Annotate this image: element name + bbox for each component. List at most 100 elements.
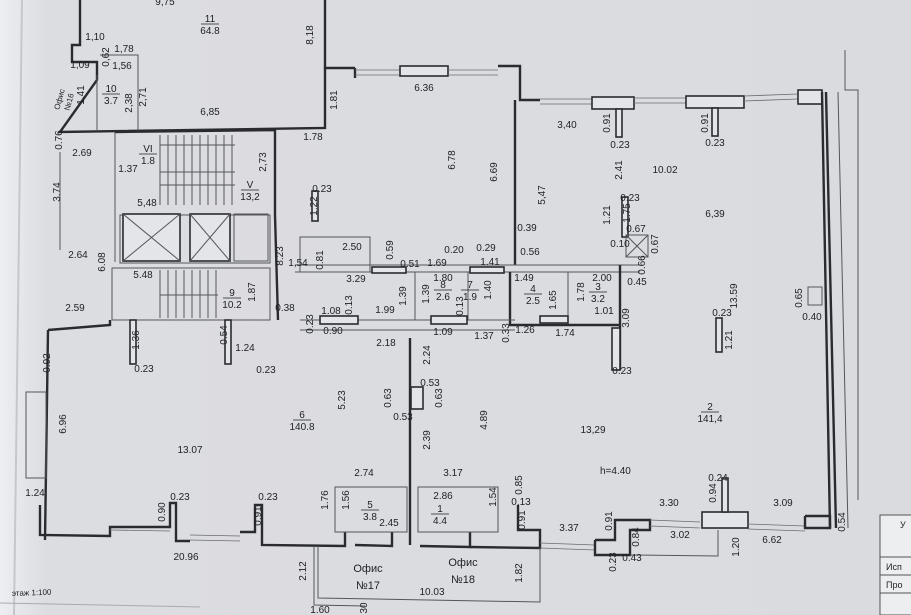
- dimension-label: 0.13: [455, 296, 466, 316]
- room-area: 141,4: [697, 414, 722, 425]
- dimension-label: 1.81: [329, 90, 340, 110]
- office-number: №17: [356, 580, 380, 592]
- dimension-label: 6.36: [414, 83, 434, 94]
- room-label: 910.2: [222, 288, 242, 311]
- room-number: 2: [707, 402, 713, 413]
- dimension-label: 2.69: [72, 148, 92, 159]
- dimension-label: 0.40: [802, 312, 822, 323]
- dimension-label: 2,38: [124, 93, 135, 113]
- dimension-label: 0.23: [620, 193, 640, 204]
- dimension-label: 2,73: [258, 152, 269, 172]
- room-area: 13,2: [240, 192, 260, 203]
- dimension-label: 0.54: [219, 325, 230, 345]
- dimension-label: 2.39: [422, 430, 433, 450]
- dimension-label: 3.74: [52, 182, 63, 202]
- room-number: 4: [530, 284, 536, 295]
- room-area: 3.8: [363, 512, 377, 523]
- room-number: 11: [205, 14, 216, 25]
- dimension-label: 1.21: [602, 205, 613, 225]
- dimension-label: 1.26: [515, 325, 535, 336]
- dimension-label: 3.02: [670, 530, 690, 541]
- room-area: 3.2: [591, 294, 605, 305]
- dimension-label: 1.01: [594, 306, 614, 317]
- dimension-label: 30: [359, 602, 370, 614]
- dimension-label: 2.00: [592, 273, 612, 284]
- dimension-label: 2.64: [68, 250, 88, 261]
- dimension-label: 1.82: [514, 563, 525, 583]
- dimension-label: 1.54: [488, 487, 499, 507]
- title-block-cell: У: [900, 520, 906, 530]
- dimension-label: 10.02: [652, 165, 677, 176]
- dimension-label: 9,75: [155, 0, 175, 8]
- dimension-label: 0.63: [434, 388, 445, 408]
- page-edge: [13, 0, 23, 615]
- dimension-label: 0.92: [42, 353, 53, 373]
- room-label: 103.7: [102, 84, 120, 107]
- dimension-label: 0.23: [612, 366, 632, 377]
- dimension-label: 0.33: [501, 323, 512, 343]
- dimension-label: 0.23: [610, 140, 630, 151]
- dimension-label: 0.76: [54, 130, 65, 150]
- dimension-label: 0.81: [315, 250, 326, 270]
- room-number: 1: [437, 504, 443, 515]
- title-block: У Исп Про: [879, 514, 911, 615]
- dimension-label: 1.76: [320, 490, 331, 510]
- dimension-label: 0.54: [837, 512, 848, 532]
- dimension-label: 1.60: [310, 605, 330, 615]
- room-label: 14.4: [431, 504, 449, 527]
- room-area: 10.2: [222, 300, 242, 311]
- dimension-label: 0.67: [626, 224, 646, 235]
- dimension-label: 1.39: [421, 284, 432, 304]
- dimension-label: 5.23: [337, 390, 348, 410]
- dimension-label: 0.43: [622, 553, 642, 564]
- dimension-label: 0.91: [602, 113, 613, 133]
- dimension-label: 0.84: [631, 527, 642, 547]
- dimension-label: 6.69: [489, 162, 500, 182]
- room-labels: 1164.8103.7VI1.8V13,2910.282.671.942.533…: [102, 14, 723, 527]
- dimension-label: 1.78: [576, 282, 587, 302]
- dimension-label: 1,10: [85, 32, 105, 43]
- dimension-label: 1.22: [309, 196, 320, 216]
- dimension-label: 0.23: [305, 314, 316, 334]
- room-area: 64.8: [200, 26, 220, 37]
- dimension-label: 1.08: [321, 306, 341, 317]
- dimension-label: 2.45: [379, 518, 399, 529]
- dimension-label: 3.37: [559, 523, 579, 534]
- dimension-label: 0.23: [705, 138, 725, 149]
- dimension-label: 0.23: [134, 364, 154, 375]
- ceiling-height-label: h=4.40: [600, 466, 631, 477]
- dimension-label: 2.41: [614, 160, 625, 180]
- dimension-label: 0.23: [258, 492, 278, 503]
- room-label: 42.5: [524, 284, 542, 307]
- dimension-label: 2.86: [433, 491, 453, 502]
- dimension-label: 3.09: [621, 308, 632, 328]
- dimension-label: 3.29: [346, 274, 366, 285]
- dimension-label: 2.18: [376, 338, 396, 349]
- dimension-label: 4.89: [479, 410, 490, 430]
- dimension-label: 1.20: [731, 537, 742, 557]
- dimension-label: 0.91: [253, 506, 264, 526]
- room-label: 53.8: [361, 500, 379, 523]
- dimension-label: 1.49: [514, 273, 534, 284]
- dimension-label: 5.48: [133, 270, 153, 281]
- walls: [25, 0, 859, 607]
- office-label: Офис: [353, 563, 383, 575]
- room-label: 33.2: [589, 282, 607, 305]
- dimension-label: 1.65: [548, 290, 559, 310]
- dimension-label: 6.08: [97, 252, 108, 272]
- dimension-label: 1.74: [555, 328, 575, 339]
- dimension-label: 0.51: [400, 259, 420, 270]
- dimension-label: 1.41: [480, 257, 500, 268]
- room-area: 2.6: [436, 292, 450, 303]
- room-number: 3: [595, 282, 601, 293]
- room-label: V13,2: [240, 180, 260, 203]
- dimension-label: 0.63: [383, 388, 394, 408]
- dimension-label: 0.91: [700, 113, 711, 133]
- room-label: VI1.8: [139, 144, 157, 167]
- dimension-label: 1.24: [25, 488, 45, 499]
- dimension-label: 0.59: [385, 240, 396, 260]
